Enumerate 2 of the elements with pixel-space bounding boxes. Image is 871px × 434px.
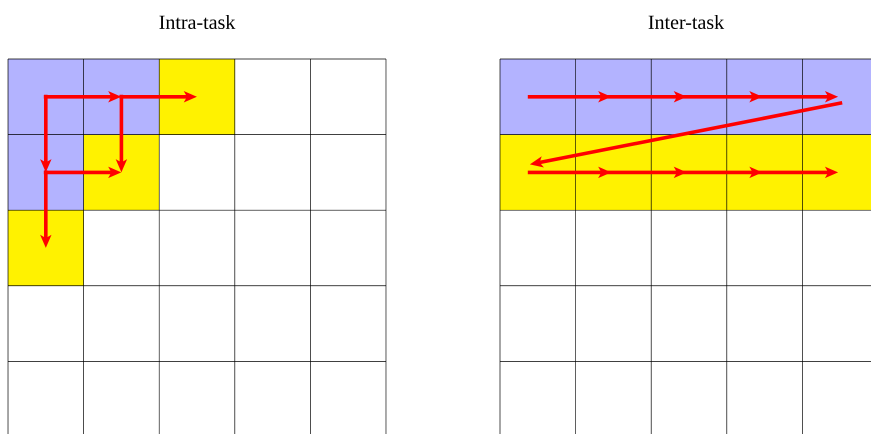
panel-title: Inter-task [648, 14, 724, 30]
panel-title: Intra-task [159, 14, 236, 30]
